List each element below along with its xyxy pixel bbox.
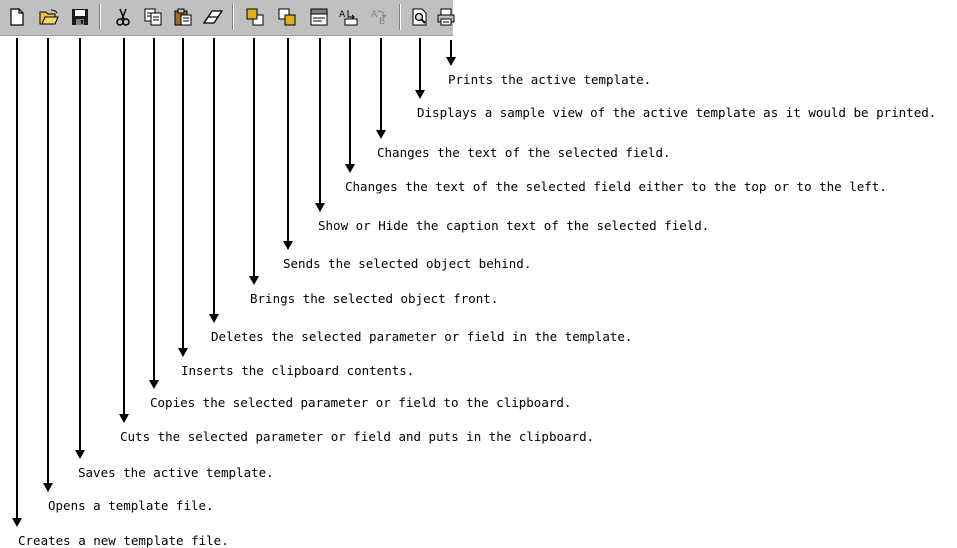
new-document-icon bbox=[9, 8, 25, 26]
arrow-head-paste bbox=[178, 348, 188, 357]
desc-delete: Deletes the selected parameter or field … bbox=[211, 329, 633, 344]
arrow-head-preview bbox=[415, 90, 425, 99]
arrow-line-preview bbox=[419, 38, 421, 91]
open-folder-icon bbox=[39, 8, 59, 26]
arrow-line-save bbox=[79, 38, 81, 451]
desc-preview: Displays a sample view of the active tem… bbox=[417, 105, 937, 120]
desc-cut: Cuts the selected parameter or field and… bbox=[120, 429, 595, 444]
new-button[interactable] bbox=[5, 5, 29, 29]
arrow-line-print bbox=[450, 40, 452, 58]
toolbar-separator bbox=[232, 4, 234, 30]
desc-open: Opens a template file. bbox=[48, 498, 214, 513]
svg-text:A: A bbox=[371, 10, 378, 20]
desc-save: Saves the active template. bbox=[78, 465, 274, 480]
arrow-line-paste bbox=[182, 38, 184, 349]
arrow-head-new bbox=[12, 518, 22, 527]
copy-icon bbox=[144, 8, 162, 26]
send-to-back-icon bbox=[278, 8, 296, 26]
print-button[interactable] bbox=[437, 5, 455, 29]
desc-print: Prints the active template. bbox=[448, 72, 652, 87]
desc-back: Sends the selected object behind. bbox=[283, 256, 532, 271]
arrow-line-open bbox=[47, 38, 49, 484]
arrow-line-caption-toggle bbox=[319, 38, 321, 204]
arrow-line-delete bbox=[213, 38, 215, 315]
arrow-head-delete bbox=[209, 314, 219, 323]
desc-caption-text: Changes the text of the selected field. bbox=[377, 145, 671, 160]
toolbar-separator bbox=[99, 4, 101, 30]
svg-text:B: B bbox=[379, 17, 385, 26]
arrow-head-copy bbox=[149, 380, 159, 389]
arrow-head-save bbox=[75, 450, 85, 459]
arrow-head-front bbox=[249, 276, 259, 285]
arrow-line-back bbox=[287, 38, 289, 242]
arrow-line-front bbox=[253, 38, 255, 277]
print-preview-button[interactable] bbox=[408, 5, 432, 29]
delete-button[interactable] bbox=[201, 5, 225, 29]
desc-copy: Copies the selected parameter or field t… bbox=[150, 395, 572, 410]
caption-position-button[interactable]: A bbox=[337, 5, 361, 29]
cut-scissors-icon bbox=[115, 8, 131, 26]
eraser-delete-icon bbox=[203, 9, 223, 25]
copy-button[interactable] bbox=[141, 5, 165, 29]
arrow-line-new bbox=[16, 38, 18, 519]
arrow-line-copy bbox=[153, 38, 155, 381]
arrow-line-cut bbox=[123, 38, 125, 415]
desc-caption-toggle: Show or Hide the caption text of the sel… bbox=[318, 218, 710, 233]
arrow-head-caption-position bbox=[345, 164, 355, 173]
arrow-head-caption-toggle bbox=[315, 203, 325, 212]
caption-toggle-button[interactable] bbox=[307, 5, 331, 29]
caption-toggle-icon bbox=[310, 8, 328, 26]
toolbar-separator bbox=[399, 4, 401, 30]
desc-front: Brings the selected object front. bbox=[250, 291, 499, 306]
save-button[interactable] bbox=[68, 5, 92, 29]
desc-new: Creates a new template file. bbox=[18, 533, 229, 548]
cut-button[interactable] bbox=[111, 5, 135, 29]
arrow-head-caption-text bbox=[376, 130, 386, 139]
svg-text:A: A bbox=[339, 10, 346, 20]
printer-icon bbox=[437, 8, 455, 26]
desc-paste: Inserts the clipboard contents. bbox=[181, 363, 415, 378]
send-to-back-button[interactable] bbox=[275, 5, 299, 29]
desc-caption-position: Changes the text of the selected field e… bbox=[345, 179, 887, 194]
paste-button[interactable] bbox=[171, 5, 195, 29]
bring-to-front-button[interactable] bbox=[243, 5, 267, 29]
print-preview-icon bbox=[411, 8, 429, 26]
arrow-line-caption-text bbox=[380, 38, 382, 131]
open-button[interactable] bbox=[37, 5, 61, 29]
arrow-line-caption-position bbox=[349, 38, 351, 165]
arrow-head-print bbox=[446, 57, 456, 66]
arrow-head-cut bbox=[119, 414, 129, 423]
save-disk-icon bbox=[71, 8, 89, 26]
bring-to-front-icon bbox=[246, 8, 264, 26]
paste-clipboard-icon bbox=[174, 8, 192, 26]
caption-position-icon: A bbox=[339, 8, 359, 26]
arrow-head-back bbox=[283, 241, 293, 250]
arrow-head-open bbox=[43, 483, 53, 492]
